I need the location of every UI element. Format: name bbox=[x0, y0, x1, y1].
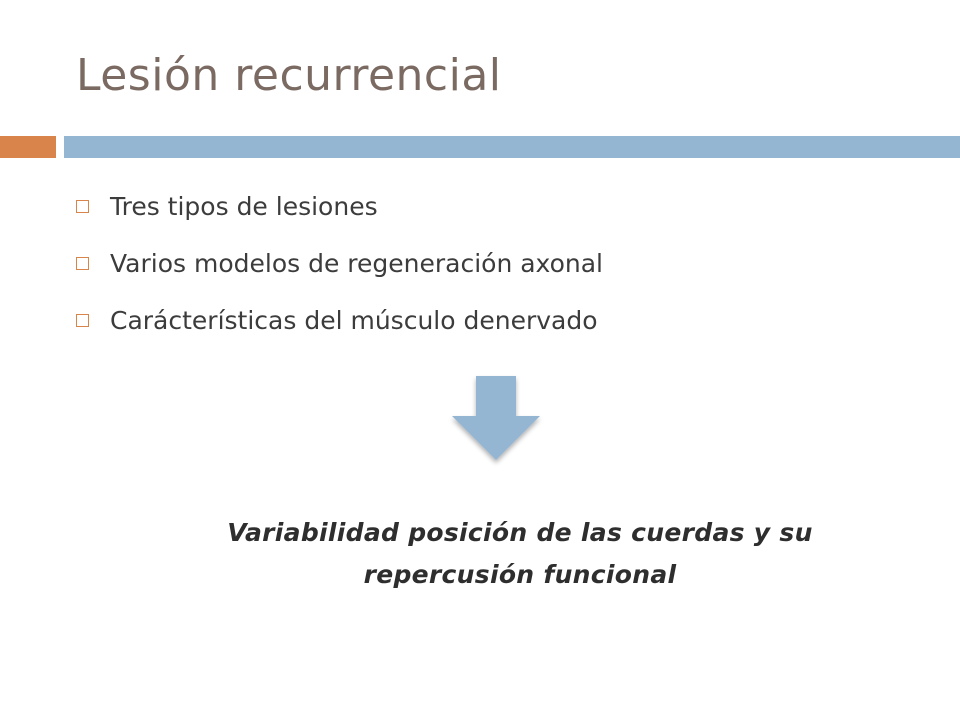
down-arrow-icon bbox=[452, 376, 540, 460]
conclusion-text: Variabilidad posición de las cuerdas y s… bbox=[227, 518, 813, 589]
bullet-text: Varios modelos de regeneración axonal bbox=[110, 249, 603, 278]
bullet-item: Varios modelos de regeneración axonal bbox=[76, 235, 603, 292]
slide-title: Lesión recurrencial bbox=[76, 50, 502, 101]
bullet-list: Tres tipos de lesiones Varios modelos de… bbox=[76, 178, 603, 349]
square-bullet-icon bbox=[76, 314, 89, 327]
title-rule-accent bbox=[0, 136, 56, 158]
square-bullet-icon bbox=[76, 200, 89, 213]
bullet-item: Carácterísticas del músculo denervado bbox=[76, 292, 603, 349]
square-bullet-icon bbox=[76, 257, 89, 270]
title-rule bbox=[64, 136, 960, 158]
bullet-item: Tres tipos de lesiones bbox=[76, 178, 603, 235]
down-arrow-shape bbox=[452, 376, 540, 460]
bullet-text: Tres tipos de lesiones bbox=[110, 192, 378, 221]
bullet-text: Carácterísticas del músculo denervado bbox=[110, 306, 598, 335]
